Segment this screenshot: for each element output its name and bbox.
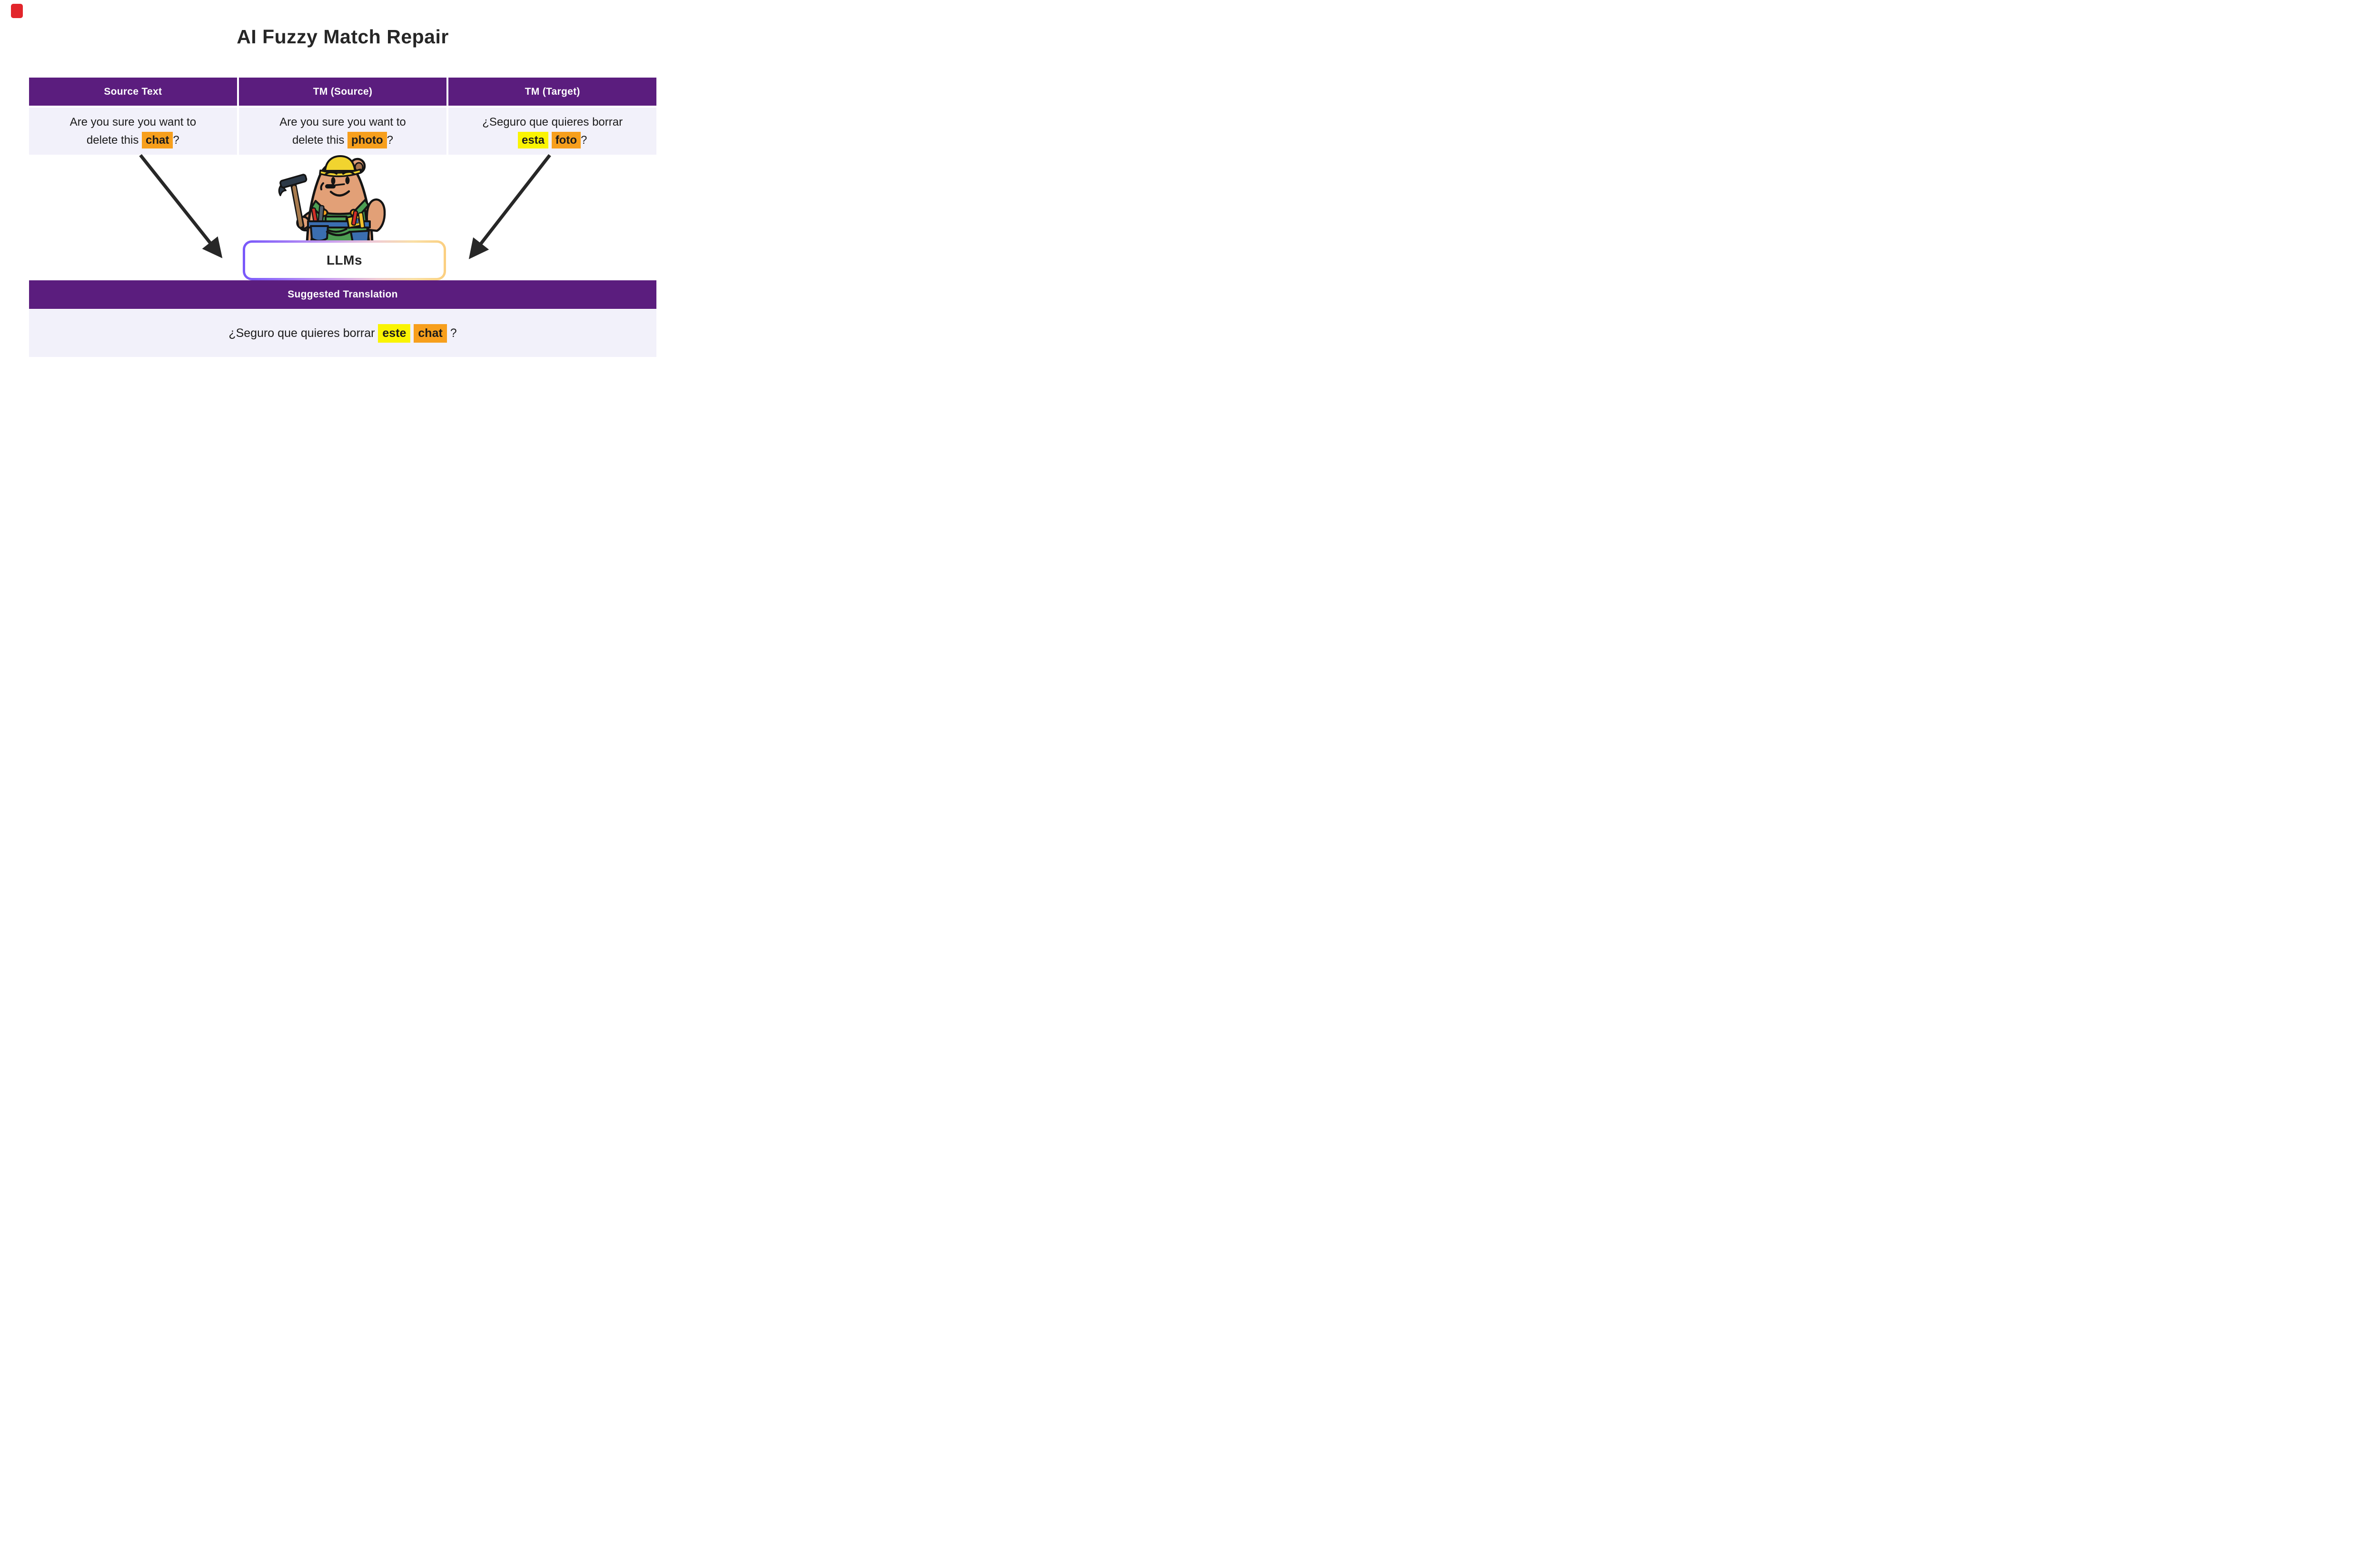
builder-bear-with-hammer-icon bbox=[278, 155, 386, 245]
text-segment: Are you sure you want to delete this bbox=[69, 115, 197, 147]
page-title: AI Fuzzy Match Repair bbox=[237, 26, 449, 48]
cell-tm-source-content: Are you sure you want to delete this pho… bbox=[266, 113, 419, 149]
llm-label: LLMs bbox=[326, 253, 363, 267]
suggested-translation-content: ¿Seguro que quieres borrar este chat ? bbox=[228, 324, 457, 343]
header-tm-source: TM (Source) bbox=[238, 78, 447, 106]
text-segment: ? bbox=[446, 326, 457, 340]
text-segment: ? bbox=[581, 133, 587, 147]
text-segment: ¿Seguro que quieres borrar bbox=[482, 115, 623, 128]
text-segment: ? bbox=[387, 133, 394, 147]
cell-tm-source: Are you sure you want to delete this pho… bbox=[238, 108, 447, 155]
llm-box-inner: LLMs bbox=[245, 243, 444, 278]
red-corner-marker bbox=[11, 4, 23, 18]
highlighted-term: chat bbox=[142, 131, 173, 148]
infographic-page: AI Fuzzy Match Repair Source Text TM (So… bbox=[0, 0, 685, 386]
text-segment bbox=[410, 326, 414, 340]
header-suggested-translation: Suggested Translation bbox=[29, 280, 656, 309]
text-segment: ? bbox=[173, 133, 179, 147]
cell-tm-target-content: ¿Seguro que quieres borrar esta foto? bbox=[473, 113, 632, 149]
highlighted-term: photo bbox=[347, 131, 387, 148]
text-segment bbox=[548, 134, 552, 147]
highlighted-term: esta bbox=[517, 131, 549, 148]
highlighted-term: chat bbox=[414, 324, 447, 343]
llm-box: LLMs bbox=[243, 240, 446, 280]
table-body-row: Are you sure you want to delete this cha… bbox=[29, 108, 657, 155]
text-segment: ¿Seguro que quieres borrar bbox=[228, 326, 378, 340]
cell-tm-target: ¿Seguro que quieres borrar esta foto? bbox=[448, 108, 657, 155]
cell-source-text: Are you sure you want to delete this cha… bbox=[29, 108, 237, 155]
header-source-text: Source Text bbox=[29, 78, 237, 106]
header-tm-target: TM (Target) bbox=[448, 78, 657, 106]
source-to-llm-arrow-icon bbox=[139, 154, 223, 258]
cell-suggested-translation: ¿Seguro que quieres borrar este chat ? bbox=[29, 309, 656, 357]
tm-target-to-llm-arrow-icon bbox=[468, 154, 551, 259]
text-segment: Are you sure you want to delete this bbox=[279, 115, 406, 147]
highlighted-term: este bbox=[378, 324, 411, 343]
cell-source-text-content: Are you sure you want to delete this cha… bbox=[56, 113, 209, 149]
highlighted-term: foto bbox=[551, 131, 581, 148]
table-header-row: Source Text TM (Source) TM (Target) bbox=[29, 78, 657, 106]
